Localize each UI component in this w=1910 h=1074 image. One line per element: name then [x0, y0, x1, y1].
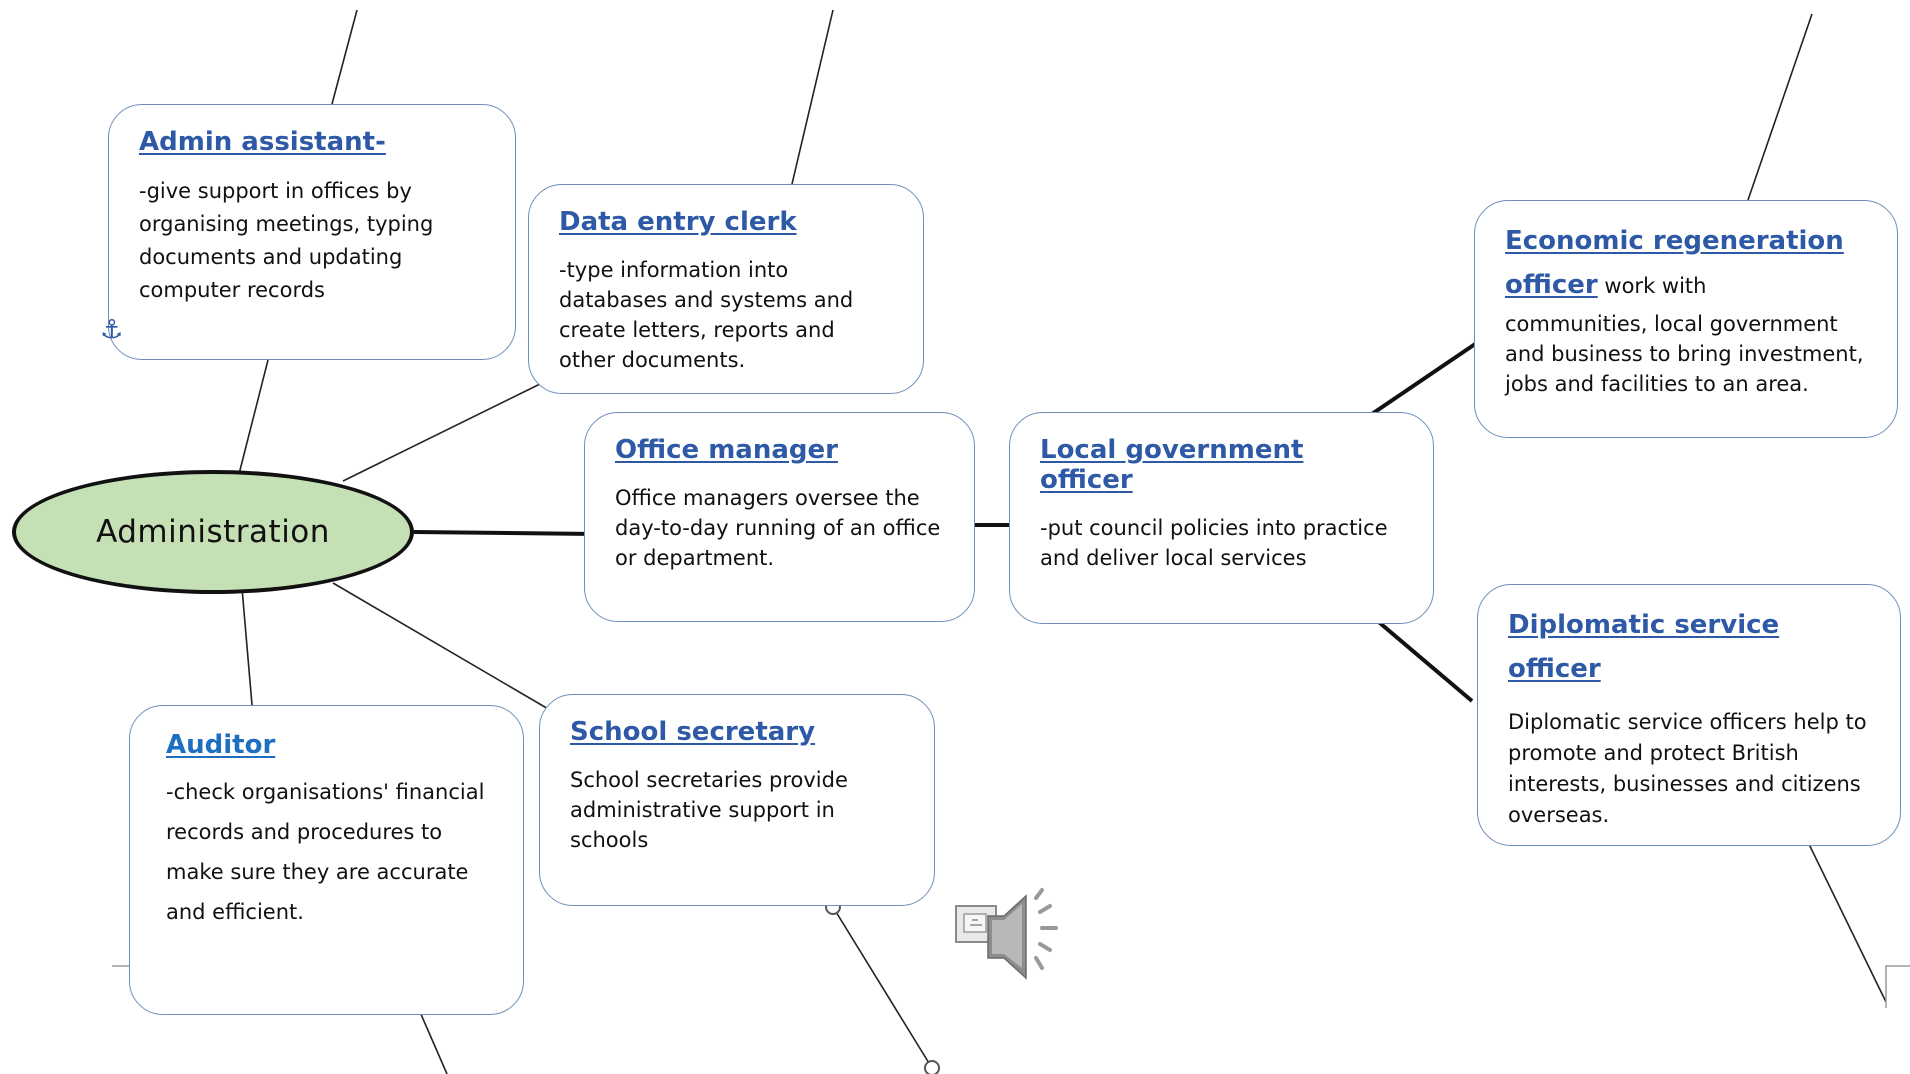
connector-central-admin-assistant: [237, 359, 269, 479]
line-handle-end[interactable]: [924, 1060, 940, 1074]
connector-local-gov-diplomatic: [1372, 616, 1474, 703]
economic-regeneration-inline-text: work with: [1597, 274, 1707, 298]
connector-local-gov-economic: [1364, 336, 1486, 420]
school-secretary-link[interactable]: School secretary: [570, 717, 816, 747]
local-government-officer-link[interactable]: Local government officer: [1040, 435, 1304, 495]
connector-central-office-manager: [413, 530, 597, 536]
connector-diplomatic-bottom: [1805, 837, 1887, 1003]
connector-central-auditor: [241, 587, 253, 706]
admin-assistant-description: -give support in offices by organising m…: [139, 179, 434, 302]
central-topic-ellipse[interactable]: Administration: [12, 470, 414, 594]
diplomatic-service-link-line2[interactable]: officer: [1508, 654, 1601, 684]
school-secretary-description: School secretaries provide administrativ…: [570, 768, 848, 852]
connector-auditor-bottom: [419, 1011, 448, 1074]
office-manager-link[interactable]: Office manager: [615, 435, 838, 465]
office-manager-description: Office managers oversee the day-to-day r…: [615, 486, 941, 570]
node-economic-regeneration-officer[interactable]: Economic regeneration officer work with …: [1474, 200, 1898, 438]
node-data-entry-clerk[interactable]: Data entry clerk -type information into …: [528, 184, 924, 394]
auditor-link[interactable]: Auditor: [166, 730, 276, 760]
node-diplomatic-service-officer[interactable]: Diplomatic service officer Diplomatic se…: [1477, 584, 1901, 846]
node-admin-assistant[interactable]: Admin assistant- -give support in office…: [108, 104, 516, 360]
crop-mark-right: [1885, 965, 1910, 1008]
diplomatic-service-link-line1[interactable]: Diplomatic service: [1508, 610, 1780, 640]
central-topic-label: Administration: [96, 514, 330, 550]
data-entry-clerk-link[interactable]: Data entry clerk: [559, 207, 797, 237]
connector-admin-assistant-top: [331, 9, 358, 105]
economic-regeneration-description: communities, local government and busine…: [1505, 312, 1864, 396]
auditor-description: -check organisations' financial records …: [166, 780, 485, 924]
economic-regeneration-link-line2[interactable]: officer: [1505, 270, 1598, 300]
speaker-icon[interactable]: [952, 884, 1072, 994]
node-school-secretary[interactable]: School secretary School secretaries prov…: [539, 694, 935, 906]
anchor-icon[interactable]: ⚓: [100, 314, 124, 344]
connector-selected-line[interactable]: [832, 906, 933, 1069]
economic-regeneration-link-line1[interactable]: Economic regeneration: [1505, 226, 1844, 256]
connector-central-school-secretary: [332, 582, 551, 711]
connector-data-entry-top: [791, 9, 834, 185]
node-auditor[interactable]: Auditor -check organisations' financial …: [129, 705, 524, 1015]
node-local-government-officer[interactable]: Local government officer -put council po…: [1009, 412, 1434, 624]
connector-central-data-entry: [342, 383, 541, 482]
local-government-officer-description: -put council policies into practice and …: [1040, 516, 1388, 570]
connector-economic-top: [1747, 13, 1813, 201]
node-office-manager[interactable]: Office manager Office managers oversee t…: [584, 412, 975, 622]
diplomatic-service-description: Diplomatic service officers help to prom…: [1508, 710, 1867, 827]
admin-assistant-link[interactable]: Admin assistant-: [139, 127, 386, 157]
data-entry-clerk-description: -type information into databases and sys…: [559, 258, 854, 372]
